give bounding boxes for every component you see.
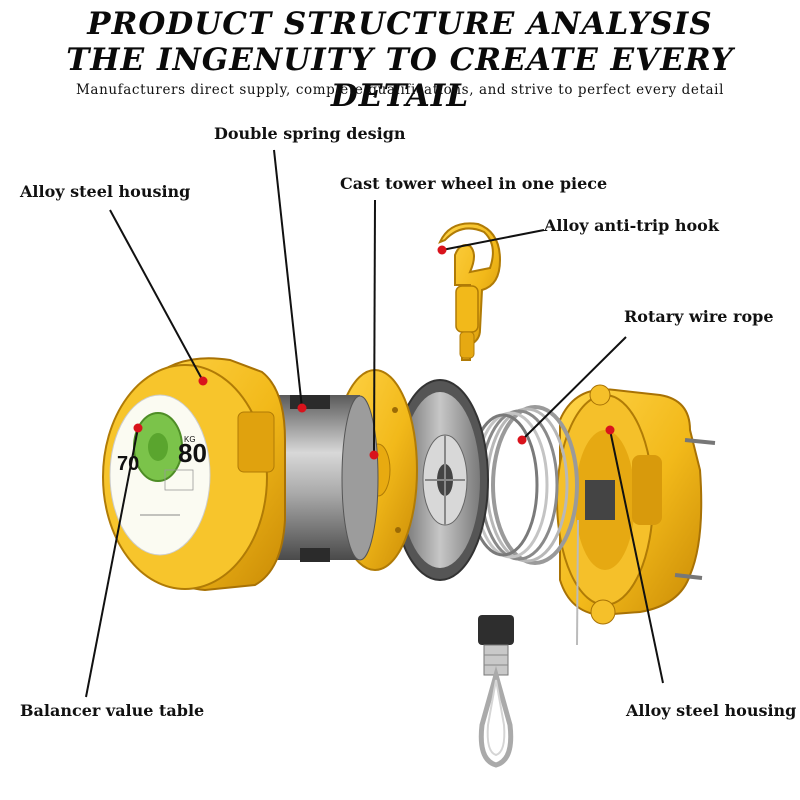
leader-balancer-table: [85, 427, 139, 698]
swivel-snap-hook: [478, 615, 514, 768]
marker-double-spring: [297, 403, 307, 413]
marker-housing-right: [605, 425, 615, 435]
marker-balancer-table: [133, 423, 143, 433]
label-double-spring: Double spring design: [214, 124, 406, 143]
marker-tower-wheel: [369, 450, 379, 460]
subtitle: Manufacturers direct supply, complete qu…: [76, 82, 724, 98]
leader-tower-wheel: [373, 199, 376, 456]
leader-anti-trip-hook: [441, 229, 545, 251]
dial-max-value: 80: [178, 438, 207, 468]
label-tower-wheel: Cast tower wheel in one piece: [340, 174, 608, 193]
label-anti-trip-hook: Alloy anti-trip hook: [544, 216, 719, 235]
leader-lines: [85, 149, 664, 698]
left-housing: 70 80 KG: [102, 357, 286, 592]
leader-housing-right: [609, 429, 664, 684]
label-housing-left: Alloy steel housing: [20, 182, 191, 201]
label-balancer-table: Balancer value table: [20, 701, 205, 720]
dial-unit: KG: [184, 435, 196, 444]
marker-rotary-rope: [517, 435, 527, 445]
label-rotary-rope: Rotary wire rope: [624, 307, 774, 326]
marker-housing-left: [198, 376, 208, 386]
marker-anti-trip-hook: [437, 245, 447, 255]
red-markers: [133, 245, 615, 460]
leader-rotary-rope: [521, 336, 627, 441]
leader-double-spring: [273, 149, 303, 409]
title-line-2: THE INGENUITY TO CREATE EVERY DETAIL: [66, 42, 734, 114]
title-line-1: PRODUCT STRUCTURE ANALYSIS: [87, 6, 713, 42]
label-housing-right: Alloy steel housing: [626, 701, 797, 720]
steel-drum-plate: [391, 379, 489, 581]
anti-trip-hook: [438, 222, 502, 361]
leader-housing-left: [109, 209, 204, 382]
dial-min-value: 70: [117, 453, 139, 475]
right-housing: [556, 384, 716, 646]
